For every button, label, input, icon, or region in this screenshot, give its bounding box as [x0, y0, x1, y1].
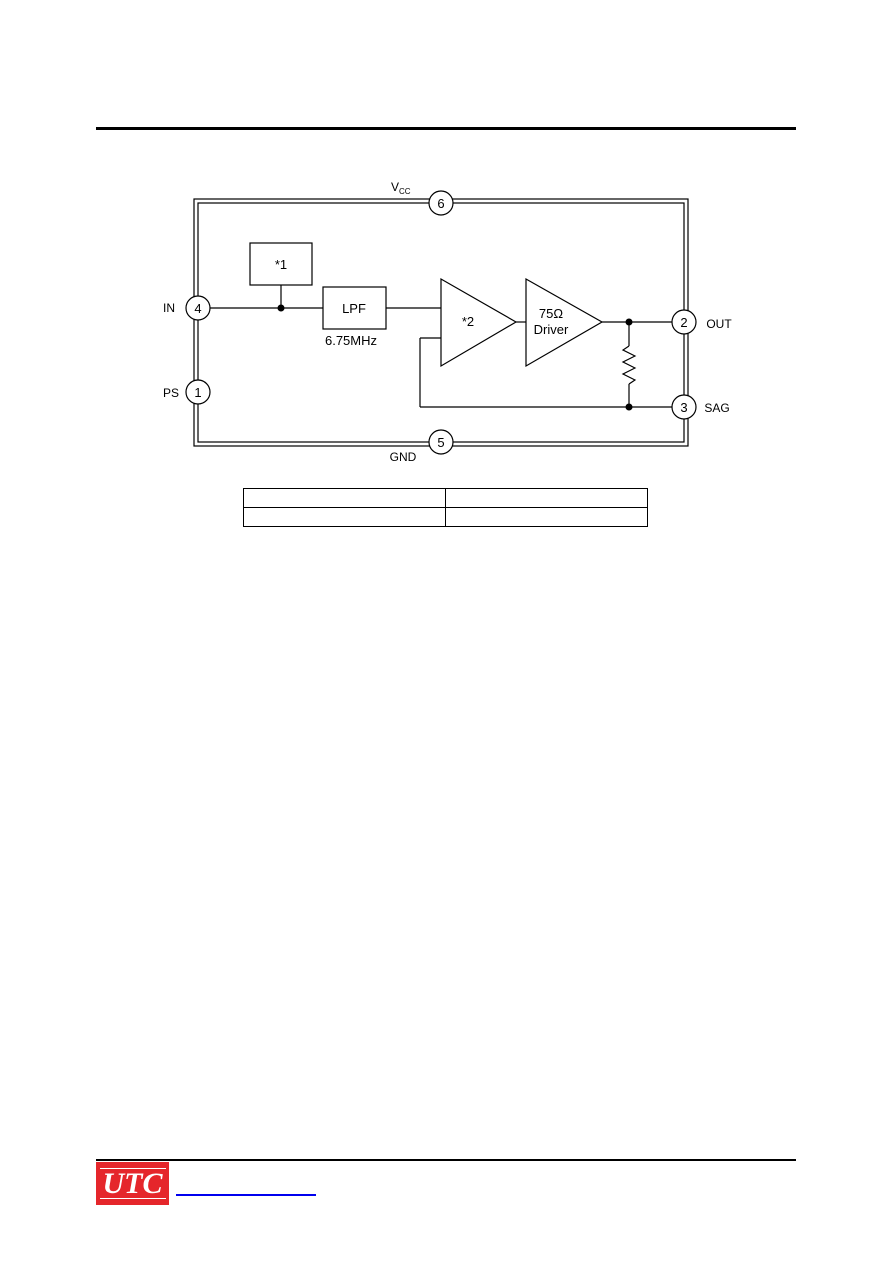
- table-cell: [445, 507, 648, 527]
- pin-ps-label: PS: [163, 386, 179, 400]
- logo-line-bottom: [100, 1198, 166, 1199]
- website-link-underline: [176, 1194, 316, 1196]
- pin-sag-circle: [671, 394, 697, 420]
- pin-ps-number: 1: [194, 385, 201, 400]
- amplifier-triangle: [440, 277, 518, 368]
- pin-vcc-circle: [428, 190, 454, 216]
- junction-dot: [277, 304, 285, 312]
- pin-sag-number: 3: [680, 400, 687, 415]
- amplifier-label: *2: [462, 314, 474, 329]
- pin-sag-label: SAG: [704, 401, 729, 415]
- pin-vcc-label: VCC: [391, 180, 411, 196]
- logo-line-top: [100, 1168, 166, 1169]
- pin-gnd-number: 5: [437, 435, 444, 450]
- table-cell: [243, 488, 446, 508]
- pin-out-number: 2: [680, 315, 687, 330]
- table-cell: [243, 507, 446, 527]
- pin-in-circle: [185, 295, 211, 321]
- pin-out-label: OUT: [706, 317, 732, 331]
- pin-out-circle: [671, 309, 697, 335]
- header-rule: [96, 127, 796, 130]
- driver-triangle: [525, 277, 604, 368]
- block-diagram: *1 LPF 6.75MHz *2 75Ω Driver 6 VCC 5 GND…: [163, 180, 732, 464]
- pin-gnd-label: GND: [390, 450, 417, 464]
- table-cell: [445, 488, 648, 508]
- utc-logo: UTC: [96, 1162, 169, 1205]
- lpf-frequency: 6.75MHz: [325, 333, 377, 348]
- lpf-block: [322, 286, 387, 330]
- note1-label: *1: [275, 257, 287, 272]
- logo-text: UTC: [102, 1166, 163, 1200]
- resistor: [621, 345, 637, 385]
- footer-rule: [96, 1159, 796, 1161]
- table-row: [243, 488, 648, 508]
- pin-in-number: 4: [194, 301, 201, 316]
- driver-label-2: Driver: [534, 322, 569, 337]
- pin-vcc-number: 6: [437, 196, 444, 211]
- pin-table: [243, 488, 648, 527]
- lpf-label: LPF: [342, 301, 366, 316]
- pin-in-label: IN: [163, 301, 175, 315]
- note1-block: [249, 242, 313, 286]
- table-row: [243, 507, 648, 527]
- driver-label-1: 75Ω: [539, 306, 563, 321]
- pin-ps-circle: [185, 379, 211, 405]
- pin-gnd-circle: [428, 429, 454, 455]
